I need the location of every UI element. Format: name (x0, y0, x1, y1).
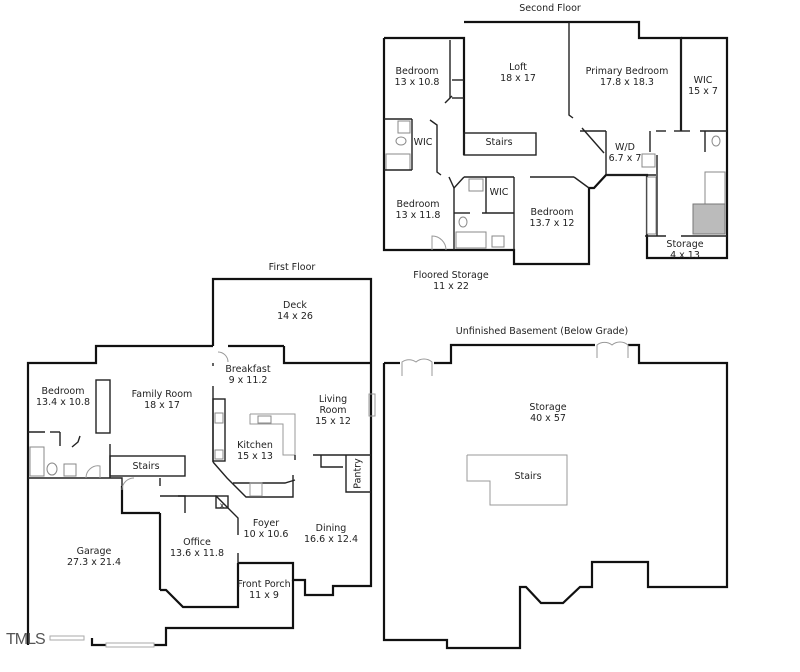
second-floor-plan (382, 20, 729, 266)
room-label-pantry: Pantry (352, 458, 364, 489)
room-label-wic-a: WIC (413, 137, 433, 148)
first-floor-title: First Floor (268, 262, 316, 273)
second-floor-title: Second Floor (519, 3, 581, 14)
room-label-stairs-2: Stairs (485, 137, 513, 148)
basement-title: Unfinished Basement (Below Grade) (455, 326, 629, 337)
room-label-basement-stairs: Stairs (514, 471, 542, 482)
room-label-stairs-1: Stairs (132, 461, 160, 472)
room-label-wic-b: WIC (489, 187, 509, 198)
basement-plan (382, 341, 729, 650)
first-floor-plan (26, 277, 376, 647)
closet-x-marker: x (219, 501, 225, 510)
watermark-logo: TMLS (6, 631, 46, 648)
